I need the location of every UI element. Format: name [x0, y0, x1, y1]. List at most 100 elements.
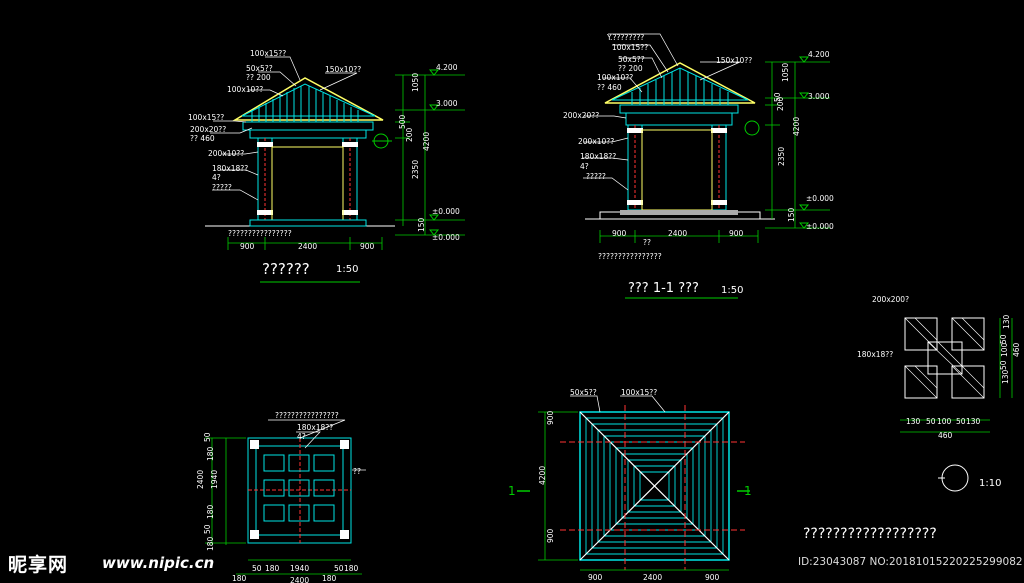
- detail-callout-scale: 1:10: [979, 478, 1001, 489]
- detail-dim-r5: 130: [1001, 369, 1010, 384]
- detail-dim-r6: 460: [1012, 342, 1021, 357]
- front-elevation: 100x15?? 50x5?? ?? 200 100x10?? 150x10??…: [188, 49, 465, 283]
- detail-dim-b5: 130: [966, 417, 981, 426]
- plan-dim-b7: 180: [344, 564, 359, 573]
- dim-front-b3: 900: [360, 242, 375, 251]
- plan-dim-l7: 180: [206, 536, 215, 551]
- detail-dim-b1: 130: [906, 417, 921, 426]
- dim-front-r2: 500: [398, 114, 407, 129]
- label-front-5: 150x10??: [325, 65, 361, 74]
- plan-label-4: ??: [353, 467, 361, 476]
- plan-dim-b6: 50: [334, 564, 344, 573]
- detail-dim-r1: 130: [1002, 314, 1011, 329]
- watermark-url: www.nipic.cn: [102, 554, 215, 572]
- plan-dim-l5: 180: [206, 504, 215, 519]
- detail-dim-r2: 50: [999, 334, 1008, 344]
- roof-dim-l3: 900: [546, 528, 555, 543]
- level-front-1: 4.200: [436, 63, 458, 72]
- dim-front-r3: 200: [405, 127, 414, 142]
- label-front-11: 4?: [212, 173, 221, 182]
- label-sec-4: ?? 200: [618, 64, 643, 73]
- plan-dim-l6: 50: [203, 524, 212, 534]
- roof-plan: 50x5?? 100x15?? 900 4200 900 900 2400 90…: [508, 388, 752, 582]
- label-front-4: 100x10??: [227, 85, 263, 94]
- label-front-10: 180x18??: [212, 164, 248, 173]
- plan-dim-l3: 2400: [196, 470, 205, 489]
- plan-dim-b2: 50: [252, 564, 262, 573]
- dim-sec-r3: 50: [773, 92, 782, 102]
- label-front-2: 50x5??: [246, 64, 273, 73]
- level-front-4: ±0.000: [432, 233, 460, 242]
- roof-dim-l2: 4200: [538, 466, 547, 485]
- roof-dim-b1: 900: [588, 573, 603, 582]
- detail-dim-b4: 50: [956, 417, 966, 426]
- label-front-1: 100x15??: [250, 49, 286, 58]
- dim-front-r1: 1050: [411, 73, 420, 92]
- detail-label-2: 180x18??: [857, 350, 893, 359]
- plan-dim-b5: 180: [322, 574, 337, 583]
- roof-label-2: 100x15??: [621, 388, 657, 397]
- plan-label-3: 4?: [297, 432, 306, 441]
- label-sec-2: 100x15??: [612, 43, 648, 52]
- label-sec-7: 150x10??: [716, 56, 752, 65]
- label-front-12: ?????: [212, 183, 232, 192]
- label-sec-12: ?????: [586, 172, 606, 181]
- dim-sec-r5: 2350: [777, 147, 786, 166]
- roof-dim-l1: 900: [546, 410, 555, 425]
- label-front-7: 200x20??: [190, 125, 226, 134]
- notes-title: ??????????????????: [803, 526, 937, 542]
- label-sec-1: Y.????????: [606, 33, 644, 42]
- detail-dim-b3: 100: [937, 417, 952, 426]
- plan-dim-l1: 50: [203, 432, 212, 442]
- plan-label-1: ????????????????: [275, 411, 339, 420]
- plan-dim-l2: 180: [206, 446, 215, 461]
- section-mark-right: 1: [744, 484, 752, 498]
- dim-sec-b2: 2400: [668, 229, 687, 238]
- roof-dim-b2: 2400: [643, 573, 662, 582]
- label-sec-6: ?? 460: [597, 83, 622, 92]
- level-sec-1: 4.200: [808, 50, 830, 59]
- dim-front-r5: 2350: [411, 160, 420, 179]
- dim-front-b1: 900: [240, 242, 255, 251]
- level-sec-2: 3.000: [808, 92, 830, 101]
- plan-dim-b1: 180: [232, 574, 247, 583]
- label-sec-10: 180x18??: [580, 152, 616, 161]
- level-sec-4: ±0.000: [806, 222, 834, 231]
- plan-dim-b3: 180: [265, 564, 280, 573]
- floor-plan: ???????????????? 180x18?? 4? ?? 50 180 2…: [196, 411, 366, 583]
- dim-sec-r4: 4200: [792, 117, 801, 136]
- section-mark-left: 1: [508, 484, 516, 498]
- detail-dim-b6: 460: [938, 431, 953, 440]
- roof-dim-b3: 900: [705, 573, 720, 582]
- detail-label-1: 200x200?: [872, 295, 909, 304]
- level-sec-3: ±0.000: [806, 194, 834, 203]
- label-sec-11: 4?: [580, 162, 589, 171]
- post-detail: 200x200? 180x18?? 130 50 100 50 130 460 …: [857, 295, 1021, 492]
- dim-front-r6: 150: [417, 217, 426, 232]
- detail-dim-r3: 100: [1000, 342, 1009, 357]
- label-sec-9: 200x10??: [578, 137, 614, 146]
- level-front-3: ±0.000: [432, 207, 460, 216]
- watermark-id: ID:23043087 NO:20181015220225299082: [798, 556, 1023, 568]
- label-front-8: ?? 460: [190, 134, 215, 143]
- section-1-1: Y.???????? 100x15?? 50x5?? ?? 200 100x10…: [563, 33, 834, 299]
- section-title: ??? 1-1 ???: [628, 281, 699, 296]
- label-front-3: ?? 200: [246, 73, 271, 82]
- label-front-9: 200x10??: [208, 149, 244, 158]
- label-front-13: ????????????????: [228, 229, 292, 238]
- front-elevation-scale: 1:50: [336, 264, 358, 275]
- section-scale: 1:50: [721, 285, 743, 296]
- front-elevation-title: ??????: [262, 260, 310, 278]
- dim-sec-r1: 1050: [781, 63, 790, 82]
- label-sec-3: 50x5??: [618, 55, 645, 64]
- dim-front-r4: 4200: [422, 132, 431, 151]
- dim-front-b2: 2400: [298, 242, 317, 251]
- dim-sec-b3: 900: [729, 229, 744, 238]
- plan-dim-l4: 1940: [210, 470, 219, 489]
- dim-sec-r2: 200: [776, 96, 785, 111]
- label-sec-5: 100x10??: [597, 73, 633, 82]
- label-sec-8: 200x20??: [563, 111, 599, 120]
- label-sec-14: ????????????????: [598, 252, 662, 261]
- plan-dim-b8: 2400: [290, 576, 309, 583]
